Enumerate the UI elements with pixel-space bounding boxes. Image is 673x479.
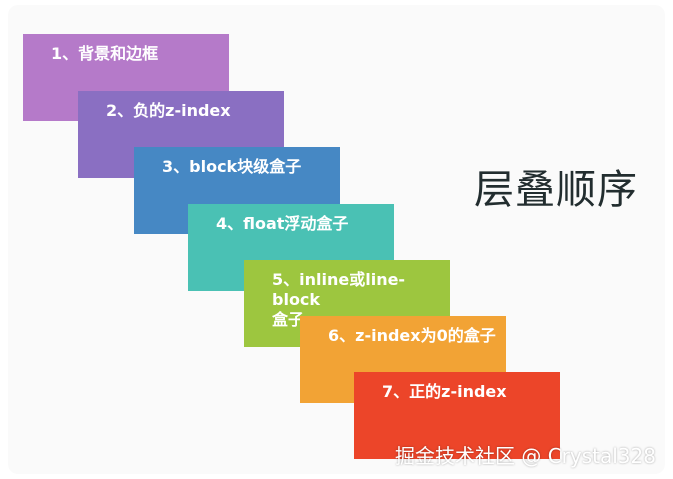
step-label: 7、正的z-index	[382, 382, 507, 401]
step-label: 1、背景和边框	[51, 44, 159, 63]
step-label: 2、负的z-index	[106, 101, 231, 120]
step-label: 5、inline或line-block	[272, 270, 406, 309]
watermark: 掘金技术社区 @ Crystal328	[395, 444, 656, 468]
step-label-line2: 盒子	[272, 310, 305, 329]
step-label: 4、float浮动盒子	[216, 214, 349, 233]
step-label: 3、block块级盒子	[162, 157, 302, 176]
step-label: 6、z-index为0的盒子	[328, 326, 496, 345]
step-positive-z-index: 7、正的z-index	[354, 372, 560, 459]
diagram-title: 层叠顺序	[474, 167, 638, 213]
